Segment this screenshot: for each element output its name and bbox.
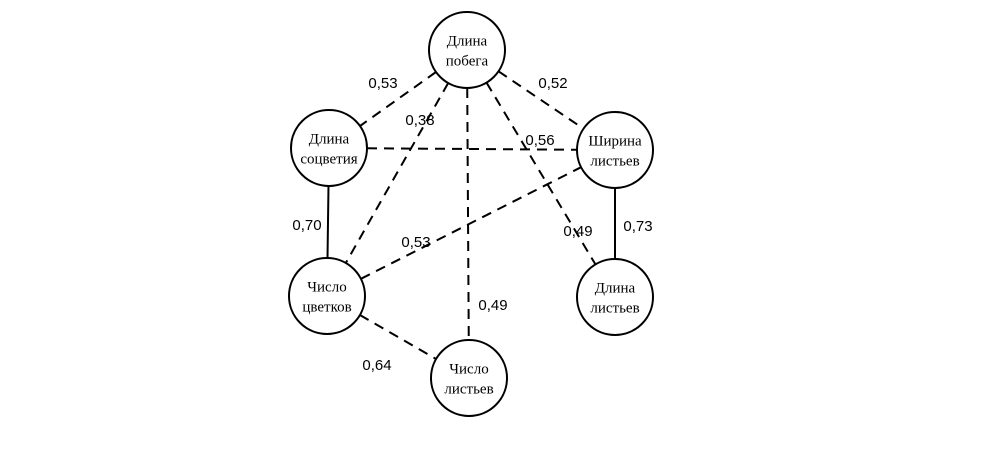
node-circle bbox=[288, 257, 366, 335]
edge-labels-layer: 0,53 0,52 0,38 0,49 0,49 0,56 0,70 0,53 0,64 0,73 bbox=[292, 75, 652, 374]
node-inflorescence_length: Длина соцветия bbox=[290, 109, 368, 187]
node-label-line: Длина bbox=[595, 280, 636, 296]
node-label-line: Длина bbox=[447, 33, 488, 49]
edge-label-shoot_length-leaf_length: 0,49 bbox=[563, 223, 592, 240]
node-circle bbox=[290, 109, 368, 187]
edges-layer bbox=[326, 70, 616, 360]
edge-flower_count-leaf_width bbox=[360, 166, 582, 280]
node-label-line: листьев bbox=[590, 300, 639, 316]
edge-label-inflorescence_length-leaf_width: 0,56 bbox=[525, 132, 554, 149]
nodes-layer: ДлинапобегаДлинасоцветияШириналистьевЧис… bbox=[288, 11, 654, 417]
node-circle bbox=[576, 258, 654, 336]
edge-shoot_length-inflorescence_length bbox=[359, 71, 437, 127]
node-leaf_width: Ширина листьев bbox=[576, 111, 654, 189]
node-leaf_count: Число листьев bbox=[430, 339, 508, 417]
node-label-line: соцветия bbox=[300, 151, 357, 167]
node-circle bbox=[428, 11, 506, 89]
edge-label-flower_count-leaf_width: 0,53 bbox=[401, 234, 430, 251]
node-label-line: Число bbox=[449, 361, 488, 377]
edge-shoot_length-leaf_width bbox=[497, 70, 585, 130]
edge-inflorescence_length-flower_count bbox=[326, 185, 330, 259]
node-label-line: цветков bbox=[302, 299, 351, 315]
node-label-line: листьев bbox=[590, 153, 639, 169]
node-label-line: побега bbox=[446, 53, 489, 69]
node-flower_count: Число цветков bbox=[288, 257, 366, 335]
edge-label-shoot_length-inflorescence_length: 0,53 bbox=[368, 75, 397, 92]
node-shoot_length: Длина побега bbox=[428, 11, 506, 89]
node-label-line: листьев bbox=[444, 381, 493, 397]
edge-shoot_length-flower_count bbox=[344, 82, 450, 264]
edge-label-shoot_length-leaf_count: 0,49 bbox=[478, 297, 507, 314]
node-label-line: Число bbox=[307, 279, 346, 295]
edge-flower_count-leaf_count bbox=[359, 314, 437, 360]
node-leaf_length: Длина листьев bbox=[576, 258, 654, 336]
edge-label-shoot_length-flower_count: 0,38 bbox=[405, 112, 434, 129]
edge-label-flower_count-leaf_count: 0,64 bbox=[362, 357, 391, 374]
node-circle bbox=[430, 339, 508, 417]
edge-shoot_length-leaf_count bbox=[466, 87, 470, 341]
edge-label-leaf_width-leaf_length: 0,73 bbox=[623, 218, 652, 235]
edge-label-inflorescence_length-flower_count: 0,70 bbox=[292, 217, 321, 234]
edge-inflorescence_length-leaf_width bbox=[366, 147, 578, 151]
node-circle bbox=[576, 111, 654, 189]
node-label-line: Длина bbox=[309, 131, 350, 147]
node-label-line: Ширина bbox=[588, 133, 642, 149]
edge-label-shoot_length-leaf_width: 0,52 bbox=[538, 75, 567, 92]
edge-shoot_length-leaf_length bbox=[485, 82, 597, 265]
